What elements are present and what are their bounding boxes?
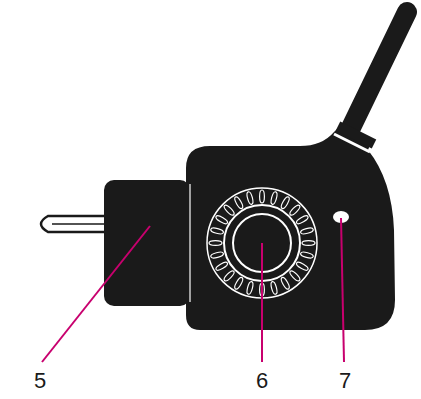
housing [186, 124, 395, 330]
leader-line [42, 226, 150, 362]
leader-line [261, 243, 263, 362]
probe-pin [41, 216, 110, 232]
callout-number: 7 [339, 370, 351, 392]
callout-number: 6 [256, 370, 268, 392]
callout-number: 5 [34, 370, 46, 392]
grip-seam [189, 184, 191, 302]
pin-groove [52, 223, 108, 225]
cable [346, 12, 407, 138]
grip [104, 180, 190, 306]
leader-line [341, 218, 344, 362]
